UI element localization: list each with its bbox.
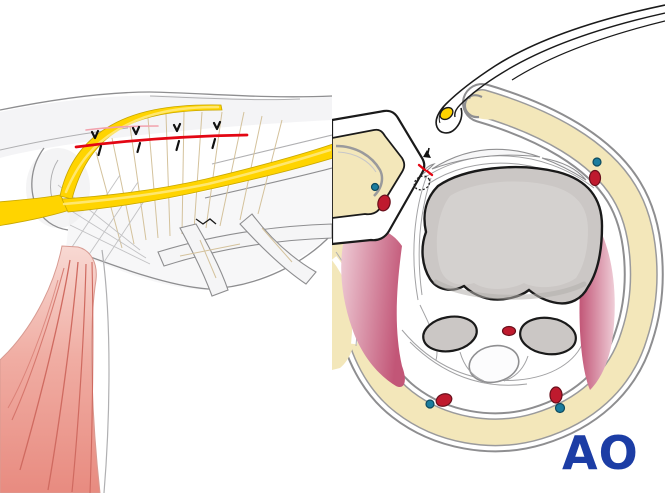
arrowhead <box>423 150 431 158</box>
artery-dot <box>377 194 391 212</box>
cross-section-panel: AO <box>332 0 665 493</box>
retractor-instrument <box>435 4 665 134</box>
tendon-bands <box>157 213 332 297</box>
dotted-compartment-circle <box>413 175 431 191</box>
nerve-branch-upper <box>59 104 223 200</box>
cross-section-svg: AO <box>332 4 665 480</box>
suture-tick-marks <box>90 120 222 157</box>
muscle-left <box>341 227 405 388</box>
vein-dot <box>554 402 566 414</box>
bone-cross-section <box>421 165 604 305</box>
sub-bone-structures <box>422 315 577 384</box>
ao-logo-text: AO <box>562 426 639 480</box>
faint-incision-line <box>85 125 159 131</box>
elevated-fat-band <box>463 94 520 120</box>
nerve-branches <box>0 104 332 227</box>
tendon-oval-left <box>422 315 478 353</box>
lateral-view-panel <box>0 0 332 493</box>
vein-dot <box>370 182 380 192</box>
lateral-view-svg <box>0 91 332 493</box>
muscle-belly <box>0 245 110 493</box>
incision-line <box>74 133 249 149</box>
release-incision-mark <box>413 147 434 191</box>
tendon-oval-white <box>468 344 520 384</box>
skin-flap <box>332 109 426 246</box>
retracted-nerve <box>439 106 454 121</box>
artery-dot <box>501 325 517 337</box>
nerve-branch-lower <box>61 143 332 213</box>
fat-ring-vessels <box>425 157 602 414</box>
artery-dot <box>549 386 563 404</box>
ao-logo: AO <box>562 426 639 480</box>
tendon-oval-right <box>519 316 577 356</box>
vein-dot <box>425 399 435 409</box>
incision-markings <box>74 120 249 157</box>
deep-tissue-field <box>65 134 332 290</box>
artery-dot <box>435 393 453 407</box>
artery-dot <box>588 169 602 187</box>
arrow-icon <box>427 147 430 154</box>
vein-dot <box>592 157 602 167</box>
